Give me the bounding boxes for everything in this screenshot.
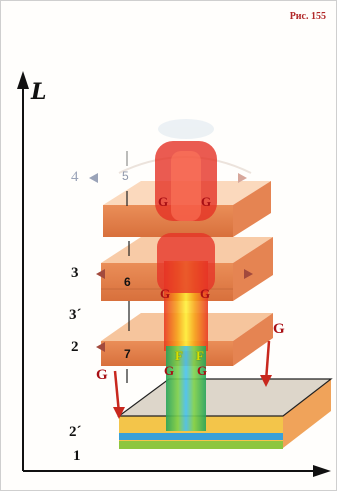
stage-5-label: 5 <box>122 169 129 183</box>
f-marker: F <box>196 348 204 364</box>
g-marker: G <box>158 194 168 210</box>
stage-6-label: 6 <box>124 275 131 289</box>
g-marker: G <box>96 367 108 384</box>
level-4-label: 4 <box>71 169 79 186</box>
level-2-label: 2 <box>71 339 79 356</box>
level-2-prime-label: 2´ <box>69 424 82 441</box>
g-marker: G <box>200 286 210 302</box>
level-1-label: 1 <box>73 448 81 465</box>
f-marker: F <box>175 348 183 364</box>
base-slab <box>119 379 331 449</box>
g-marker: G <box>197 363 207 379</box>
g-marker: G <box>160 286 170 302</box>
g-marker: G <box>164 363 174 379</box>
y-axis-label: L <box>31 79 46 105</box>
stage-7-label: 7 <box>124 347 131 361</box>
level-3-label: 3 <box>71 265 79 282</box>
g-marker: G <box>273 321 285 338</box>
g-marker: G <box>201 194 211 210</box>
figure-label: Рис. 155 <box>290 11 326 22</box>
level-3-prime-label: 3´ <box>69 307 82 324</box>
